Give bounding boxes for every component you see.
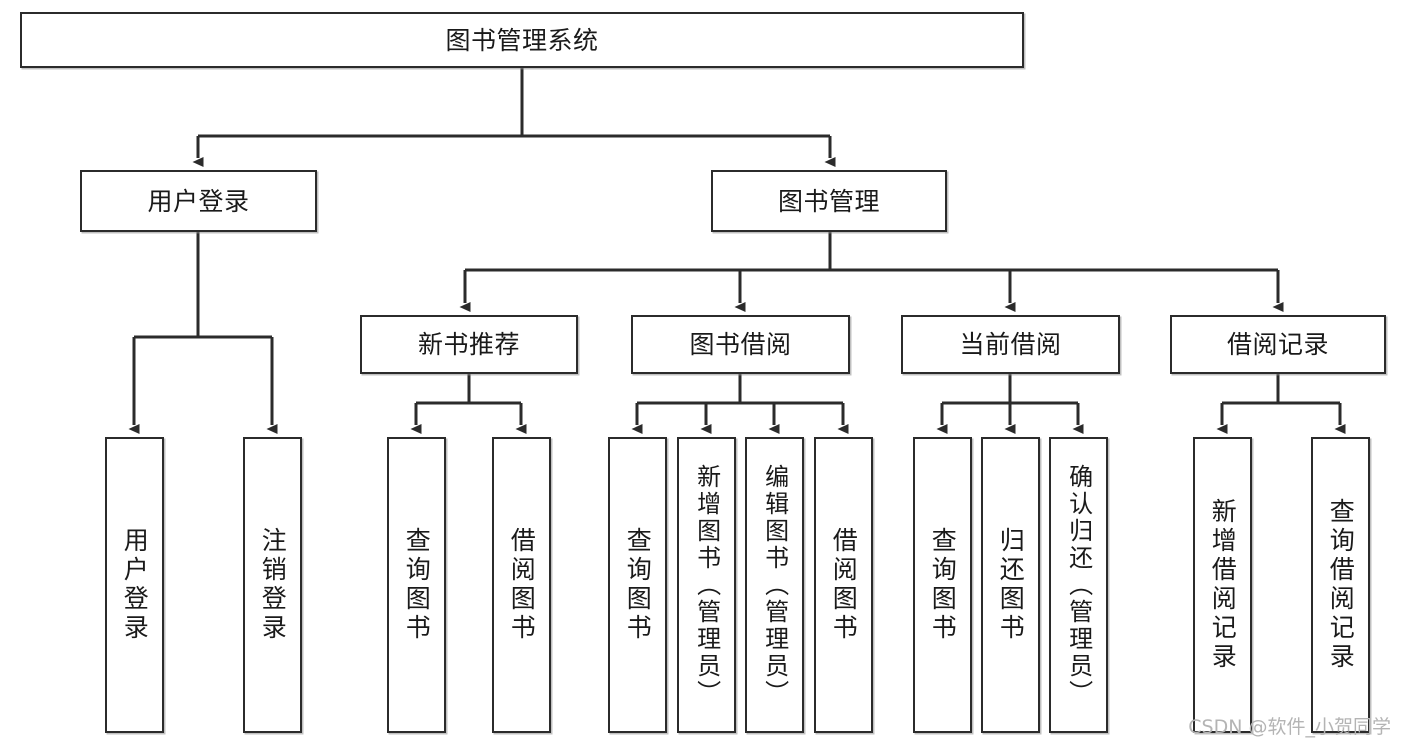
node-current-borrow[interactable]: 当前借阅 — [901, 315, 1120, 374]
node-user-login-label: 用户登录 — [147, 186, 250, 216]
leaf-borrow-book-1[interactable]: 借阅图书 — [492, 437, 551, 733]
leaf-query-book-1[interactable]: 查询图书 — [387, 437, 446, 733]
leaf-query-book-3-label: 查询图书 — [928, 527, 958, 643]
leaf-add-book[interactable]: 新增图书（管理员） — [677, 437, 736, 733]
leaf-return-book-label: 归还图书 — [996, 527, 1026, 643]
leaf-user-login[interactable]: 用户登录 — [105, 437, 164, 733]
leaf-query-book-2[interactable]: 查询图书 — [608, 437, 667, 733]
node-borrow-record-label: 借阅记录 — [1226, 330, 1329, 359]
leaf-add-book-label: 新增图书（管理员） — [692, 463, 721, 707]
leaf-user-login-label: 用户登录 — [120, 527, 150, 643]
node-borrow-record[interactable]: 借阅记录 — [1170, 315, 1386, 374]
node-new-book-recommend-label: 新书推荐 — [417, 330, 520, 359]
leaf-user-logout[interactable]: 注销登录 — [243, 437, 302, 733]
leaf-edit-book-label: 编辑图书（管理员） — [760, 463, 789, 707]
node-book-borrow[interactable]: 图书借阅 — [631, 315, 850, 374]
node-new-book-recommend[interactable]: 新书推荐 — [360, 315, 578, 374]
node-current-borrow-label: 当前借阅 — [959, 330, 1062, 359]
leaf-query-book-1-label: 查询图书 — [402, 527, 432, 643]
leaf-confirm-return-label: 确认归还（管理员） — [1064, 463, 1093, 707]
leaf-borrow-book-1-label: 借阅图书 — [507, 527, 537, 643]
node-book-borrow-label: 图书借阅 — [689, 330, 792, 359]
leaf-user-logout-label: 注销登录 — [258, 527, 288, 643]
leaf-add-record[interactable]: 新增借阅记录 — [1193, 437, 1252, 733]
leaf-borrow-book-2[interactable]: 借阅图书 — [814, 437, 873, 733]
node-root-label: 图书管理系统 — [445, 25, 599, 55]
node-book-management[interactable]: 图书管理 — [711, 170, 947, 232]
leaf-query-book-2-label: 查询图书 — [623, 527, 653, 643]
leaf-edit-book[interactable]: 编辑图书（管理员） — [745, 437, 804, 733]
leaf-query-book-3[interactable]: 查询图书 — [913, 437, 972, 733]
node-user-login[interactable]: 用户登录 — [80, 170, 317, 232]
node-book-management-label: 图书管理 — [777, 186, 880, 216]
leaf-confirm-return[interactable]: 确认归还（管理员） — [1049, 437, 1108, 733]
leaf-return-book[interactable]: 归还图书 — [981, 437, 1040, 733]
leaf-query-record-label: 查询借阅记录 — [1326, 498, 1356, 672]
watermark: CSDN @软件_小贺同学 — [1188, 716, 1391, 738]
leaf-borrow-book-2-label: 借阅图书 — [829, 527, 859, 643]
node-root[interactable]: 图书管理系统 — [20, 12, 1024, 68]
leaf-add-record-label: 新增借阅记录 — [1208, 498, 1238, 672]
leaf-query-record[interactable]: 查询借阅记录 — [1311, 437, 1370, 733]
